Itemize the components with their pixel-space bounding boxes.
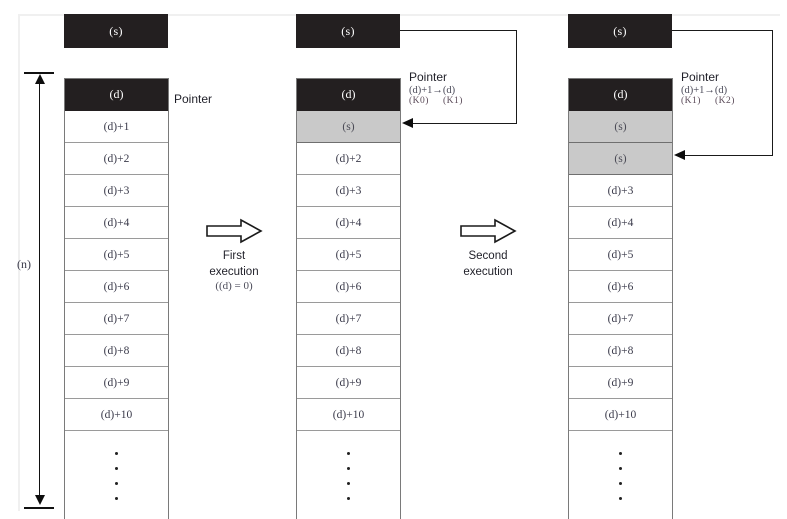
table-row: (d)+4 (297, 207, 400, 239)
connector-vertical-first (516, 30, 517, 123)
table-row: (d)+3 (297, 175, 400, 207)
table-row: (d)+7 (297, 303, 400, 335)
pointer-key-to: (K2) (714, 96, 735, 106)
step-label-line1: First (222, 250, 246, 262)
table-row: (d)+9 (65, 367, 168, 399)
table-row: (d)+10 (297, 399, 400, 431)
table-row: (d)+3 (569, 175, 672, 207)
table-row-filled: (s) (297, 111, 400, 143)
pointer-key-from: (K0) (409, 96, 429, 106)
connector-arrowhead-first (402, 117, 413, 128)
step-label-line1: Second (468, 250, 508, 262)
table-row-ellipsis (569, 431, 672, 519)
pointer-title: Pointer (681, 70, 720, 84)
table-row: (d)+7 (569, 303, 672, 335)
connector-bottom-second (685, 155, 773, 156)
table-row: (d) (569, 79, 672, 111)
source-box-initial: (s) (64, 14, 168, 48)
span-line (39, 76, 40, 503)
connector-bottom-first (413, 123, 517, 124)
table-row: (d)+7 (65, 303, 168, 335)
step-second-execution: Second execution (450, 218, 526, 280)
span-arrow-down (34, 495, 45, 505)
pointer-key-to: (K1) (442, 96, 463, 106)
table-row-ellipsis (297, 431, 400, 519)
table-row: (d)+2 (65, 143, 168, 175)
span-tick-bottom (24, 507, 54, 509)
table-row: (d)+8 (297, 335, 400, 367)
table-row: (d)+8 (569, 335, 672, 367)
memory-table-first-execution: (d) (s) (d)+2 (d)+3 (d)+4 (d)+5 (d)+6 (d… (296, 78, 401, 519)
pointer-keys: (K1) (K2) (681, 96, 735, 106)
connector-top-first (400, 30, 517, 31)
table-row: (d)+4 (569, 207, 672, 239)
table-row: (d)+3 (65, 175, 168, 207)
pointer-title: Pointer (409, 70, 448, 84)
block-arrow-right-icon (206, 218, 263, 244)
table-row: (d)+6 (65, 271, 168, 303)
connector-vertical-second (772, 30, 773, 155)
table-row: (d)+4 (65, 207, 168, 239)
span-tick-top (24, 72, 54, 74)
pointer-label-first-execution: Pointer (d)+1→(d) (K0) (K1) (409, 70, 463, 106)
table-row: (d)+6 (569, 271, 672, 303)
table-row: (d)+10 (569, 399, 672, 431)
table-row: (d) (297, 79, 400, 111)
table-row: (d) (65, 79, 168, 111)
memory-table-initial: (d) (d)+1 (d)+2 (d)+3 (d)+4 (d)+5 (d)+6 … (64, 78, 169, 519)
span-label: (n) (17, 257, 31, 271)
table-row-filled: (s) (569, 111, 672, 143)
span-arrow-up (34, 74, 45, 84)
table-row: (d)+5 (297, 239, 400, 271)
table-row: (d)+8 (65, 335, 168, 367)
memory-table-second-execution: (d) (s) (s) (d)+3 (d)+4 (d)+5 (d)+6 (d)+… (568, 78, 673, 519)
table-row: (d)+1 (65, 111, 168, 143)
pointer-formula: (d)+1→(d) (681, 85, 728, 96)
step-first-execution: First execution ((d) = 0) (198, 218, 270, 292)
table-row-filled: (s) (569, 143, 672, 175)
step-label-line2: execution (209, 265, 259, 278)
block-arrow-right-icon (460, 218, 517, 244)
table-row: (d)+2 (297, 143, 400, 175)
table-row: (d)+9 (569, 367, 672, 399)
table-row: (d)+6 (297, 271, 400, 303)
pointer-label-second-execution: Pointer (d)+1→(d) (K1) (K2) (681, 70, 735, 106)
table-row: (d)+5 (65, 239, 168, 271)
table-row: (d)+9 (297, 367, 400, 399)
table-row: (d)+5 (569, 239, 672, 271)
pointer-label-initial: Pointer (174, 92, 212, 106)
source-box-second-execution: (s) (568, 14, 672, 48)
step-label-line3: ((d) = 0) (215, 280, 253, 293)
table-row: (d)+10 (65, 399, 168, 431)
table-row-ellipsis (65, 431, 168, 519)
pointer-keys: (K0) (K1) (409, 96, 463, 106)
step-label-line2: execution (463, 265, 513, 278)
source-box-first-execution: (s) (296, 14, 400, 48)
connector-arrowhead-second (674, 149, 685, 160)
pointer-formula: (d)+1→(d) (409, 85, 456, 96)
pointer-title: Pointer (174, 92, 213, 106)
pointer-key-from: (K1) (681, 96, 701, 106)
connector-top-second (672, 30, 773, 31)
